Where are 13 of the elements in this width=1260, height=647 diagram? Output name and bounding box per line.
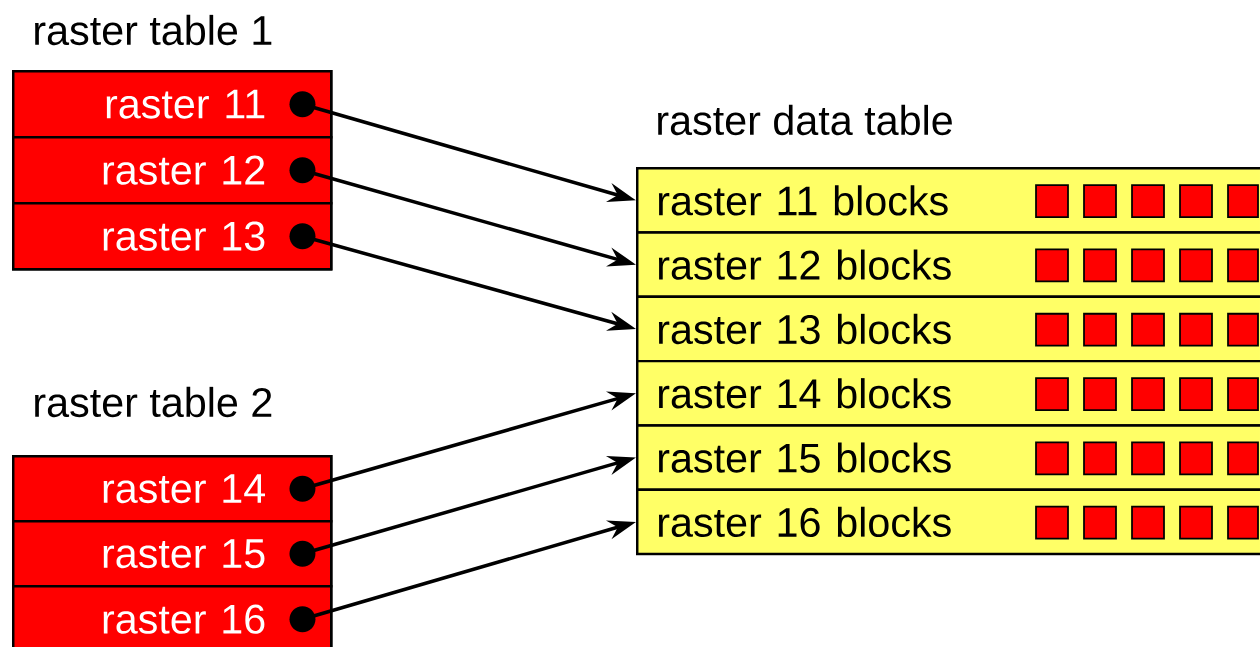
node-label: raster 12 blocks [658, 249, 951, 280]
node-label: raster 15 blocks [658, 442, 951, 473]
table-row: raster 16 [12, 585, 333, 647]
table-heading: raster table 1 [35, 14, 272, 46]
table-heading: raster table 2 [35, 386, 272, 418]
node-label: raster 11 blocks [658, 185, 948, 216]
table-row: raster 15 [12, 520, 333, 588]
table-row: raster 13 [12, 202, 333, 271]
table-row: raster 11 [12, 70, 333, 139]
node-label: raster 14 blocks [658, 378, 951, 409]
table-heading: raster data table [658, 104, 952, 136]
table-row: raster 14 [12, 455, 333, 523]
table-row: raster 12 [12, 136, 333, 205]
